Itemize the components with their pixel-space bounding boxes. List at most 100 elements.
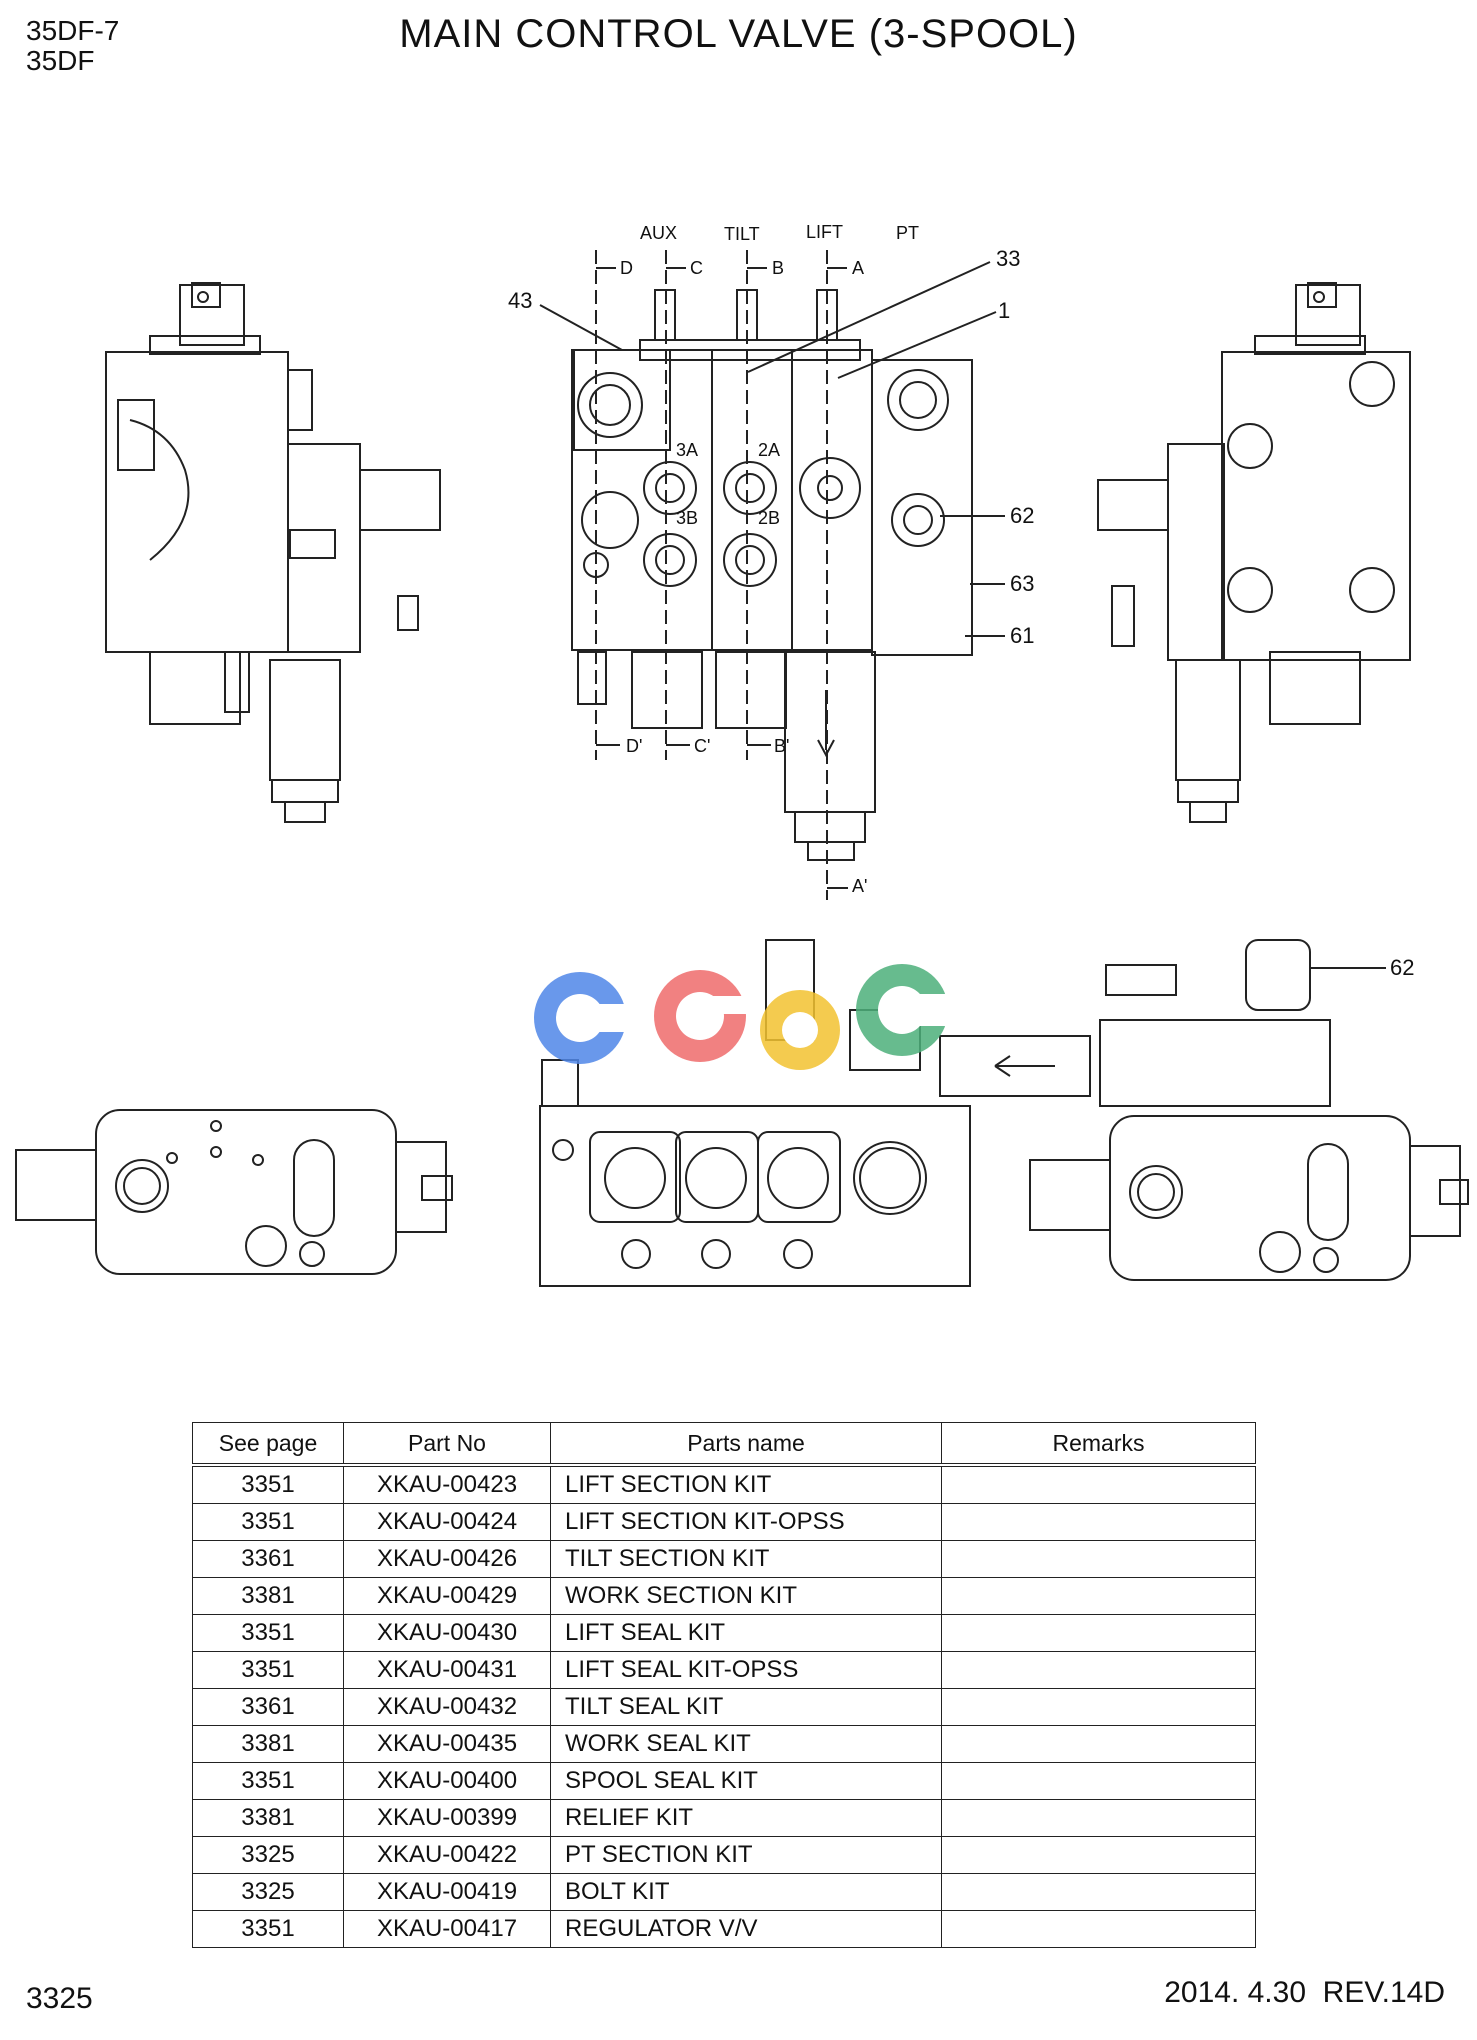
cell-remarks <box>941 1873 1256 1911</box>
cell-part-no: XKAU-00417 <box>343 1910 551 1948</box>
watermark-logo <box>534 964 952 1070</box>
cell-parts-name: REGULATOR V/V <box>550 1910 942 1948</box>
cell-parts-name: LIFT SEAL KIT <box>550 1614 942 1652</box>
cell-see-page: 3351 <box>192 1651 344 1689</box>
port-label-d-prime: D' <box>626 736 642 756</box>
cell-parts-name: WORK SEAL KIT <box>550 1725 942 1763</box>
cell-parts-name: RELIEF KIT <box>550 1799 942 1837</box>
cavity-label-2b: 2B <box>758 508 780 528</box>
col-header-part-no: Part No <box>343 1422 551 1467</box>
cell-parts-name: TILT SEAL KIT <box>550 1688 942 1726</box>
cell-part-no: XKAU-00431 <box>343 1651 551 1689</box>
port-label-b-prime: B' <box>774 736 789 756</box>
cell-part-no: XKAU-00429 <box>343 1577 551 1615</box>
cell-see-page: 3351 <box>192 1464 344 1504</box>
cell-part-no: XKAU-00426 <box>343 1540 551 1578</box>
cell-part-no: XKAU-00430 <box>343 1614 551 1652</box>
bottom-left-view <box>15 1109 453 1275</box>
cell-remarks <box>941 1836 1256 1874</box>
cell-see-page: 3361 <box>192 1688 344 1726</box>
cell-remarks <box>941 1651 1256 1689</box>
callout-61: 61 <box>1010 623 1034 648</box>
right-side-view <box>1097 282 1411 823</box>
callout-62: 62 <box>1010 503 1034 528</box>
cell-part-no: XKAU-00419 <box>343 1873 551 1911</box>
cell-remarks <box>941 1725 1256 1763</box>
callout-43: 43 <box>508 288 532 313</box>
callout-62-bottom: 62 <box>1390 955 1414 980</box>
cell-see-page: 3351 <box>192 1910 344 1948</box>
cell-see-page: 3361 <box>192 1540 344 1578</box>
cell-parts-name: LIFT SECTION KIT <box>550 1464 942 1504</box>
cell-see-page: 3325 <box>192 1836 344 1874</box>
cell-parts-name: SPOOL SEAL KIT <box>550 1762 942 1800</box>
cell-see-page: 3351 <box>192 1503 344 1541</box>
cell-see-page: 3381 <box>192 1577 344 1615</box>
table-header-row: See page Part No Parts name Remarks <box>192 1422 1256 1467</box>
cell-part-no: XKAU-00399 <box>343 1799 551 1837</box>
valve-drawing: AUX TILT LIFT PT D C B A D' C' B' A' 3A … <box>15 222 1469 1287</box>
callout-63: 63 <box>1010 571 1034 596</box>
callout-1: 1 <box>998 298 1010 323</box>
page-title: MAIN CONTROL VALVE (3-SPOOL) <box>399 12 1078 56</box>
cell-see-page: 3325 <box>192 1873 344 1911</box>
port-label-d: D <box>620 258 633 278</box>
port-label-b: B <box>772 258 784 278</box>
cell-remarks <box>941 1799 1256 1837</box>
port-label-a-prime: A' <box>852 876 867 896</box>
callout-33: 33 <box>996 246 1020 271</box>
cell-parts-name: TILT SECTION KIT <box>550 1540 942 1578</box>
cell-see-page: 3381 <box>192 1725 344 1763</box>
front-view <box>539 250 1005 900</box>
col-header-remarks: Remarks <box>941 1422 1256 1467</box>
cell-remarks <box>941 1577 1256 1615</box>
cell-remarks <box>941 1910 1256 1948</box>
section-label-tilt: TILT <box>724 224 760 244</box>
revision-date: 2014. 4.30 REV.14D <box>1164 1976 1445 2009</box>
cavity-label-3a: 3A <box>676 440 698 460</box>
cell-remarks <box>941 1464 1256 1504</box>
cell-part-no: XKAU-00422 <box>343 1836 551 1874</box>
bottom-center-view <box>539 939 1091 1287</box>
cavity-label-2a: 2A <box>758 440 780 460</box>
port-label-c: C <box>690 258 703 278</box>
cell-parts-name: LIFT SEAL KIT-OPSS <box>550 1651 942 1689</box>
left-side-view <box>105 282 441 823</box>
parts-table: See page Part No Parts name Remarks 3351… <box>192 1422 1256 1948</box>
cell-remarks <box>941 1614 1256 1652</box>
page-number: 3325 <box>26 1982 93 2015</box>
cell-parts-name: LIFT SECTION KIT-OPSS <box>550 1503 942 1541</box>
cell-remarks <box>941 1540 1256 1578</box>
cell-remarks <box>941 1688 1256 1726</box>
bottom-right-view <box>1029 939 1469 1281</box>
section-label-aux: AUX <box>640 223 677 243</box>
model-code-primary: 35DF-7 <box>26 15 120 46</box>
cell-see-page: 3381 <box>192 1799 344 1837</box>
cell-part-no: XKAU-00400 <box>343 1762 551 1800</box>
col-header-parts-name: Parts name <box>550 1422 942 1467</box>
cell-parts-name: PT SECTION KIT <box>550 1836 942 1874</box>
port-label-a: A <box>852 258 864 278</box>
section-label-pt: PT <box>896 223 919 243</box>
cell-remarks <box>941 1503 1256 1541</box>
cell-parts-name: BOLT KIT <box>550 1873 942 1911</box>
cell-see-page: 3351 <box>192 1614 344 1652</box>
cell-part-no: XKAU-00435 <box>343 1725 551 1763</box>
cell-part-no: XKAU-00432 <box>343 1688 551 1726</box>
cell-parts-name: WORK SECTION KIT <box>550 1577 942 1615</box>
cavity-label-3b: 3B <box>676 508 698 528</box>
section-label-lift: LIFT <box>806 222 843 242</box>
cell-see-page: 3351 <box>192 1762 344 1800</box>
